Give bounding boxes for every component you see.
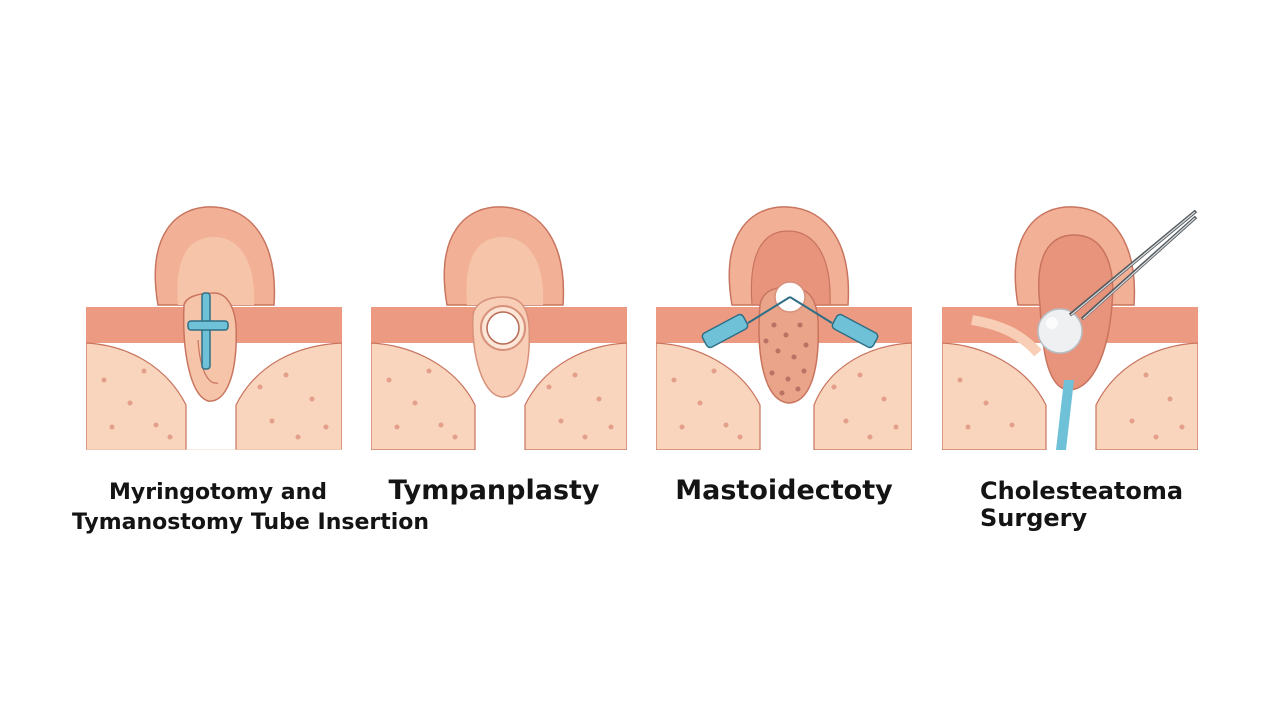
tissue-left	[942, 342, 1047, 450]
forceps-icon	[1068, 209, 1198, 321]
caption-mastoidectomy: Mastoidectoty	[666, 475, 902, 506]
caption-line: Myringotomy and	[109, 480, 327, 505]
canal-passage	[971, 315, 1042, 357]
tissue-left	[86, 342, 187, 450]
tissue-dots	[957, 372, 1185, 440]
drainage-stream	[1056, 380, 1074, 450]
panel-mastoidectomy	[656, 175, 912, 450]
tissue-dots	[386, 368, 614, 440]
tissue-dots	[671, 368, 899, 440]
caption-line: Mastoidectoty	[675, 475, 893, 506]
inner-ear-fold	[177, 237, 255, 305]
ear-illustration-myringotomy	[86, 175, 342, 450]
caption-cholesteatoma: Cholesteatoma Surgery	[980, 478, 1200, 532]
tissue-right	[235, 342, 342, 450]
panel-tympanoplasty	[371, 175, 627, 450]
retractor-icon	[701, 296, 879, 349]
tube-icon	[187, 292, 229, 370]
ear-illustration-tympanoplasty	[371, 175, 627, 450]
caption-line: Cholesteatoma	[980, 477, 1184, 505]
tissue-dots	[101, 368, 329, 440]
air-cells	[763, 322, 809, 396]
exposed-cavity	[750, 230, 831, 306]
caption-line: Surgery	[980, 503, 1088, 532]
caption-line: Tymanostomy Tube Insertion	[72, 509, 430, 535]
tissue-right	[1095, 342, 1198, 450]
caption-myringotomy: Myringotomy and Tymanostomy Tube Inserti…	[72, 480, 430, 535]
inner-ear-fold	[466, 237, 544, 305]
tissue-left	[656, 342, 761, 450]
caption-line: Tympanplasty	[388, 475, 600, 506]
graft-disc-icon	[480, 305, 526, 351]
cholesteatoma-mass	[1037, 308, 1083, 354]
tissue-left	[371, 342, 476, 450]
tissue-right	[524, 342, 627, 450]
panel-cholesteatoma	[942, 175, 1198, 450]
ear-illustration-mastoidectomy	[656, 175, 912, 450]
ear-illustration-cholesteatoma	[942, 175, 1198, 450]
caption-tympanoplasty: Tympanplasty	[380, 475, 608, 506]
panel-myringotomy	[86, 175, 342, 450]
tissue-right	[813, 342, 912, 450]
